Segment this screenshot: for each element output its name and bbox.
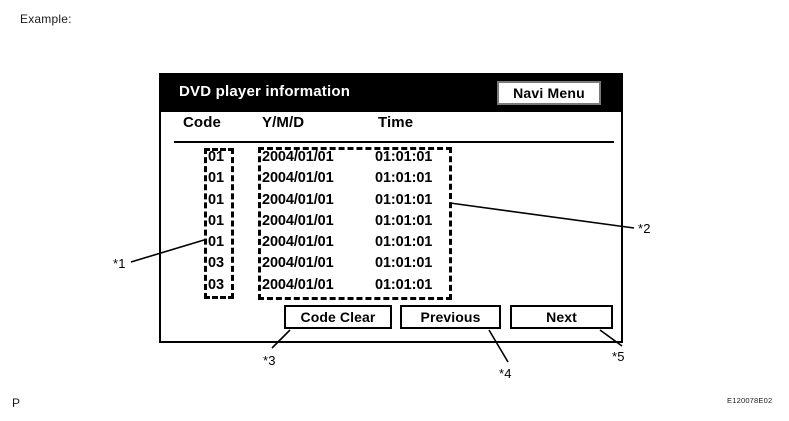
- cell-date: 2004/01/01: [262, 191, 334, 208]
- screen-title-bar: DVD player information Navi Menu: [161, 75, 621, 112]
- next-button[interactable]: Next: [510, 305, 613, 329]
- cell-time: 01:01:01: [375, 234, 433, 251]
- table-row: 03 2004/01/01 01:01:01: [161, 277, 621, 298]
- cell-time: 01:01:01: [375, 212, 433, 229]
- cell-date: 2004/01/01: [262, 234, 334, 251]
- previous-button[interactable]: Previous: [400, 305, 501, 329]
- cell-code: 01: [208, 170, 224, 187]
- header-divider: [174, 141, 614, 143]
- cell-time: 01:01:01: [375, 191, 433, 208]
- screen-title: DVD player information: [179, 83, 351, 100]
- bottom-left-marker: P: [12, 396, 21, 410]
- cell-time: 01:01:01: [375, 276, 433, 293]
- column-header-ymd: Y/M/D: [262, 114, 305, 131]
- navi-menu-button[interactable]: Navi Menu: [497, 81, 601, 105]
- cell-date: 2004/01/01: [262, 255, 334, 272]
- column-header-code: Code: [183, 114, 221, 131]
- cell-code: 03: [208, 255, 224, 272]
- callout-label-4: *4: [499, 366, 512, 381]
- cell-time: 01:01:01: [375, 149, 433, 165]
- cell-date: 2004/01/01: [262, 276, 334, 293]
- table-row: 01 2004/01/01 01:01:01: [161, 234, 621, 255]
- cell-date: 2004/01/01: [262, 170, 334, 187]
- cell-date: 2004/01/01: [262, 149, 334, 165]
- table-row: 03 2004/01/01 01:01:01: [161, 255, 621, 276]
- cell-date: 2004/01/01: [262, 212, 334, 229]
- cell-time: 01:01:01: [375, 170, 433, 187]
- cell-code: 01: [208, 234, 224, 251]
- table-body: 01 2004/01/01 01:01:01 01 2004/01/01 01:…: [161, 149, 621, 298]
- callout-label-1: *1: [113, 256, 126, 271]
- table-row: 01 2004/01/01 01:01:01: [161, 213, 621, 234]
- table-column-headers: Code Y/M/D Time: [161, 114, 621, 140]
- cell-code: 01: [208, 191, 224, 208]
- cell-code: 03: [208, 276, 224, 293]
- code-clear-button[interactable]: Code Clear: [284, 305, 392, 329]
- dvd-player-screen: DVD player information Navi Menu Code Y/…: [159, 73, 623, 343]
- table-row: 01 2004/01/01 01:01:01: [161, 170, 621, 191]
- cell-code: 01: [208, 149, 224, 165]
- callout-label-5: *5: [612, 349, 625, 364]
- example-label: Example:: [20, 12, 72, 26]
- callout-label-3: *3: [263, 353, 276, 368]
- column-header-time: Time: [378, 114, 414, 131]
- cell-time: 01:01:01: [375, 255, 433, 272]
- cell-code: 01: [208, 212, 224, 229]
- table-row: 01 2004/01/01 01:01:01: [161, 192, 621, 213]
- callout-label-2: *2: [638, 221, 651, 236]
- table-row: 01 2004/01/01 01:01:01: [161, 149, 621, 170]
- figure-code: E120078E02: [727, 396, 773, 405]
